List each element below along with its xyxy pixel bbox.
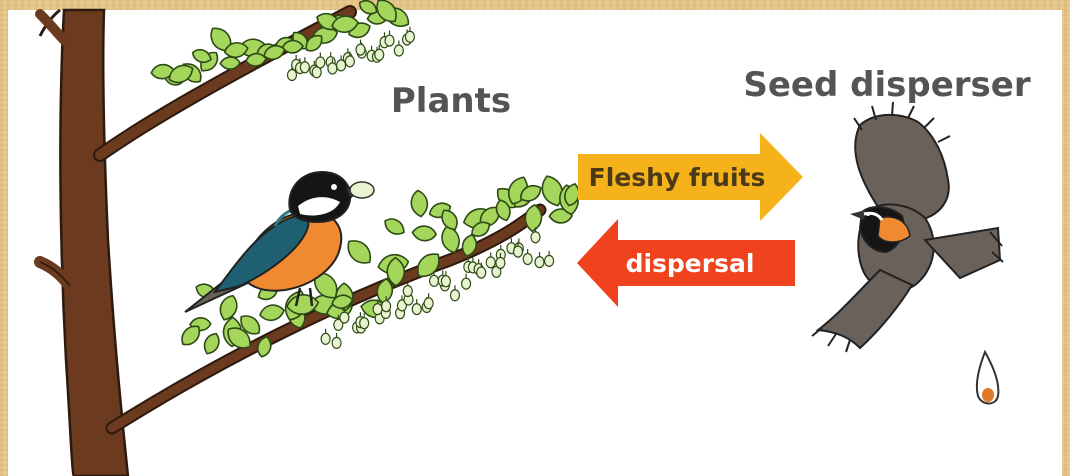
- fruit: [496, 257, 505, 268]
- fruit: [441, 276, 450, 287]
- fruit: [321, 333, 330, 344]
- fruit: [477, 267, 486, 278]
- fruit: [385, 35, 394, 46]
- fruit: [545, 255, 554, 266]
- fruit: [332, 337, 341, 348]
- leaf: [217, 293, 240, 323]
- dispersal-label: dispersal: [626, 249, 755, 278]
- fruit: [462, 278, 471, 289]
- fruit: [382, 301, 391, 312]
- leaf: [259, 303, 286, 322]
- fruit: [486, 257, 495, 268]
- dispersal-arrow: dispersal: [577, 219, 795, 307]
- fruit: [535, 257, 544, 268]
- fruit: [360, 318, 369, 329]
- fruit: [412, 304, 421, 315]
- fleshy-fruits-label: Fleshy fruits: [589, 163, 766, 192]
- fruit: [356, 44, 365, 55]
- seed-disperser-label: Seed disperser: [743, 65, 1030, 105]
- fruit: [394, 45, 403, 56]
- fruit: [531, 232, 540, 243]
- leaf: [410, 190, 429, 218]
- seed-icon: [977, 352, 999, 404]
- leaf: [201, 331, 222, 357]
- fruit: [514, 246, 523, 257]
- fruit: [287, 69, 296, 80]
- leaf: [343, 235, 376, 268]
- fruit: [403, 285, 412, 296]
- flying-bird-icon: [812, 102, 1003, 352]
- fruit: [405, 31, 414, 42]
- leaf: [412, 225, 437, 242]
- fruit: [375, 49, 384, 60]
- fruit: [328, 63, 337, 74]
- fruit: [430, 275, 439, 286]
- fruit: [300, 62, 309, 73]
- fleshy-fruits-arrow: Fleshy fruits: [578, 133, 803, 221]
- fruit: [340, 312, 349, 323]
- leaf-cluster-top: [150, 0, 412, 87]
- fruit: [523, 253, 532, 264]
- leaf: [382, 215, 408, 238]
- leaf: [220, 57, 240, 70]
- plants-label: Plants: [391, 81, 511, 121]
- fruit: [424, 298, 433, 309]
- fruit: [450, 290, 459, 301]
- fruit: [316, 57, 325, 68]
- fruit: [345, 56, 354, 67]
